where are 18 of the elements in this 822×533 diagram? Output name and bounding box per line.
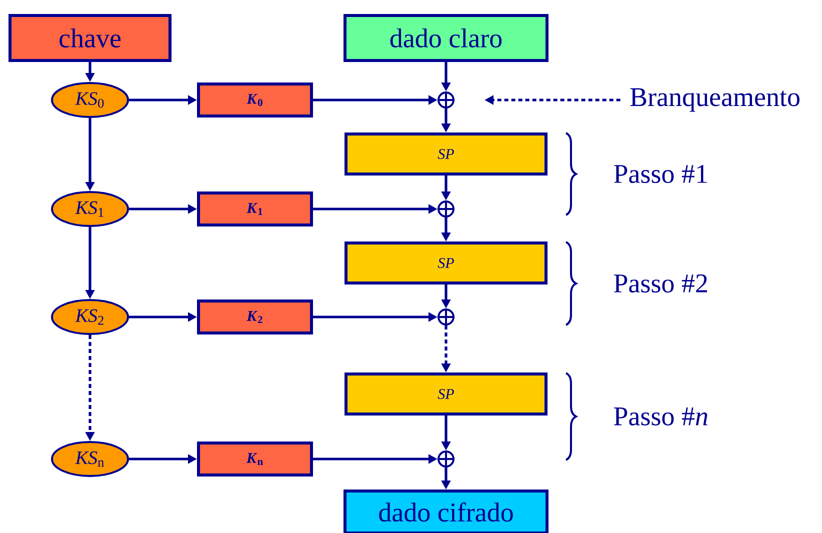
sp-box: SP bbox=[344, 132, 548, 176]
xor-symbol bbox=[436, 90, 456, 110]
sp-box: SP bbox=[344, 372, 548, 416]
data-box: chave bbox=[8, 14, 172, 62]
annotation-text: Branqueamento bbox=[630, 88, 800, 112]
subkey-box: K$_{0}$ bbox=[197, 82, 313, 118]
subkey-box: K$_{n}$ bbox=[197, 442, 313, 476]
sp-box: SP bbox=[344, 242, 548, 284]
subkey-box: K$_{2}$ bbox=[197, 300, 313, 334]
xor-symbol bbox=[436, 200, 456, 218]
subkey-box: K$_{1}$ bbox=[197, 192, 313, 226]
xor-symbol bbox=[436, 450, 456, 468]
data-box: dado claro bbox=[344, 14, 548, 62]
step-label: Passo #2 bbox=[614, 274, 707, 293]
xor-symbol bbox=[436, 308, 456, 326]
data-box: dado cifrado bbox=[344, 490, 548, 533]
step-label: Passo #1 bbox=[614, 164, 707, 184]
step-label: Passo #n bbox=[614, 408, 708, 426]
